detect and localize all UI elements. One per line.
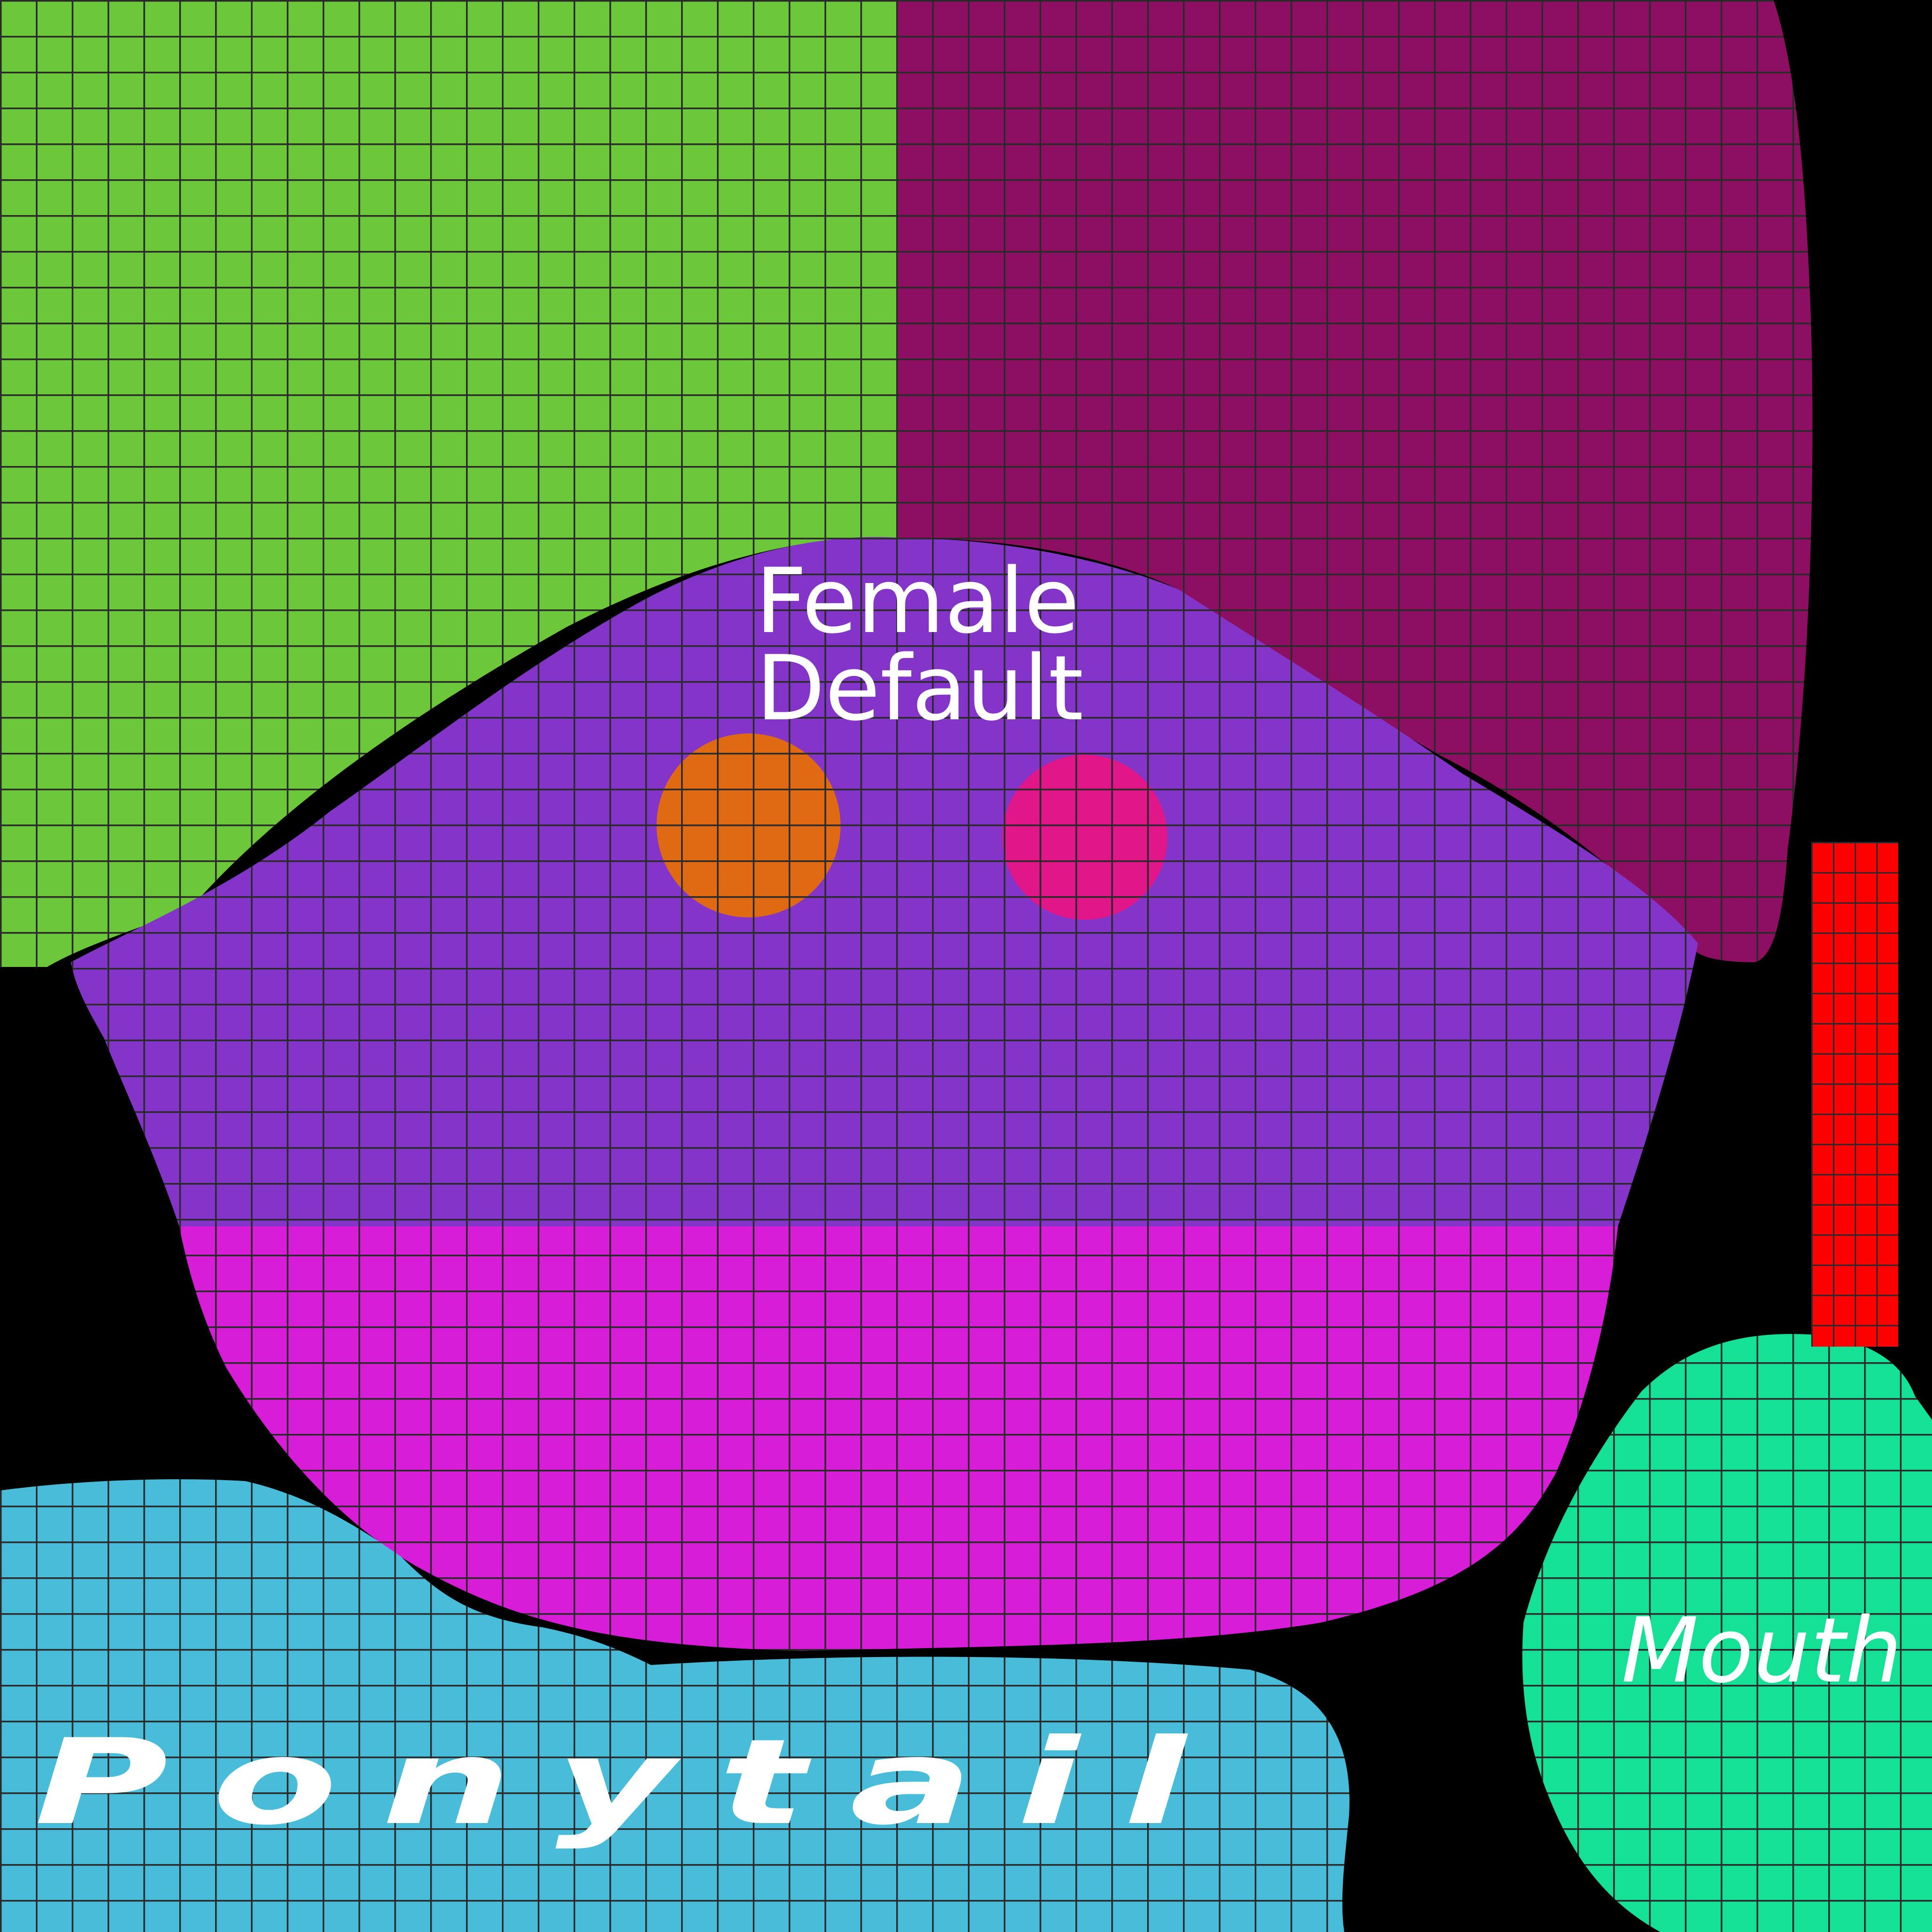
region-scalp-left-grid (0, 0, 896, 967)
region-red-strip (1811, 842, 1899, 1347)
region-mouth (1522, 1334, 1932, 1932)
label-ponytail: Ponytail (34, 1714, 1230, 1851)
eye-right-grid (1002, 755, 1167, 920)
red-strip-grid (1811, 842, 1899, 1347)
region-face-upper-grid (71, 537, 1698, 1226)
region-ponytail (0, 1479, 1349, 1932)
region-scalp-left (0, 0, 896, 967)
label-mouth: Mouth (1621, 1599, 1902, 1703)
eye-left (657, 733, 841, 917)
region-face-lower (179, 1226, 1618, 1651)
region-face-upper (71, 537, 1698, 1226)
eye-right (1002, 755, 1167, 920)
region-ponytail-grid (0, 1479, 1349, 1932)
eye-left-grid (657, 733, 841, 917)
region-face-lower-grid (179, 1226, 1618, 1651)
label-female: Female (756, 549, 1080, 653)
label-default: Default (756, 636, 1083, 741)
region-scalp-right-grid (896, 0, 1813, 962)
region-mouth-grid (1522, 1334, 1932, 1932)
region-scalp-right (896, 0, 1813, 962)
